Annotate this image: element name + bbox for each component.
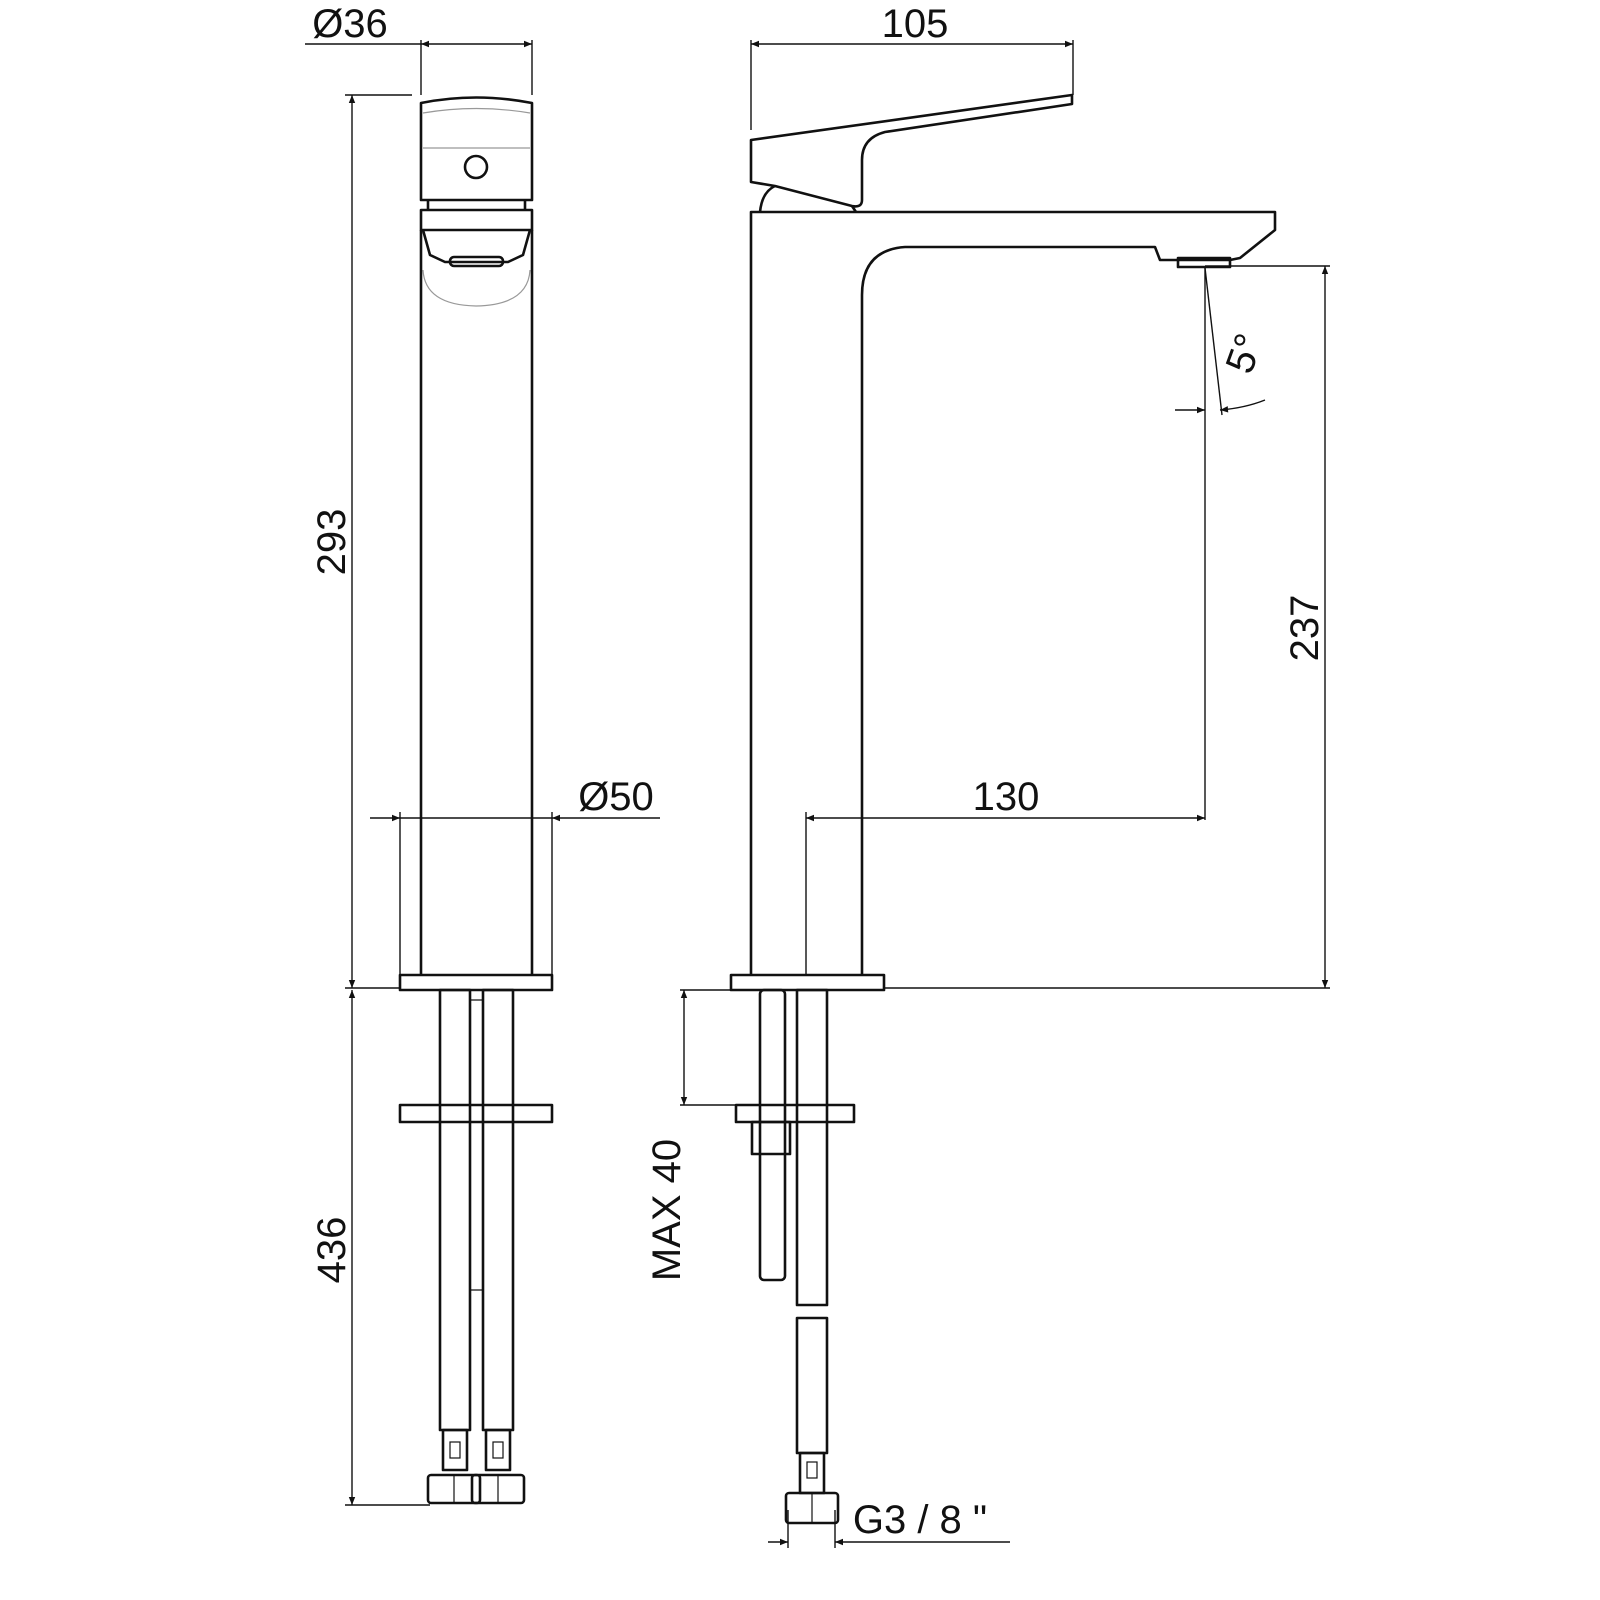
label-base-diameter: Ø50 <box>578 775 654 819</box>
label-cap-diameter: Ø36 <box>312 2 388 46</box>
label-max-deck-thickness: MAX 40 <box>645 1139 689 1281</box>
base-plate <box>398 973 554 992</box>
cartridge-cap <box>419 96 534 202</box>
label-total-height: 293 <box>310 509 354 576</box>
aerator <box>448 255 505 268</box>
spout-body <box>749 210 1277 975</box>
label-spout-reach: 130 <box>973 775 1040 819</box>
lever-handle <box>749 93 1074 208</box>
body <box>419 230 534 975</box>
label-spout-angle: 5° <box>1218 328 1272 379</box>
mounting-bracket <box>734 1103 856 1124</box>
hose-fittings <box>426 1428 526 1505</box>
front-view <box>398 96 554 1505</box>
threaded-rod <box>758 988 787 1282</box>
side-view <box>729 93 1277 1525</box>
spout-aerator <box>1176 256 1232 269</box>
mounting-bracket <box>398 1103 554 1124</box>
nut <box>750 1120 792 1156</box>
label-handle-length: 105 <box>882 2 949 46</box>
base-plate <box>729 973 886 992</box>
label-hose-connection: G3 / 8 " <box>853 1498 987 1542</box>
dimension-lines <box>305 40 1330 1548</box>
label-spout-height: 237 <box>1283 595 1327 662</box>
cap-hole <box>463 154 489 180</box>
label-hose-length: 436 <box>310 1217 354 1284</box>
dimension-labels: Ø36 105 293 436 Ø50 130 237 5° MAX 40 G3… <box>310 2 1327 1542</box>
